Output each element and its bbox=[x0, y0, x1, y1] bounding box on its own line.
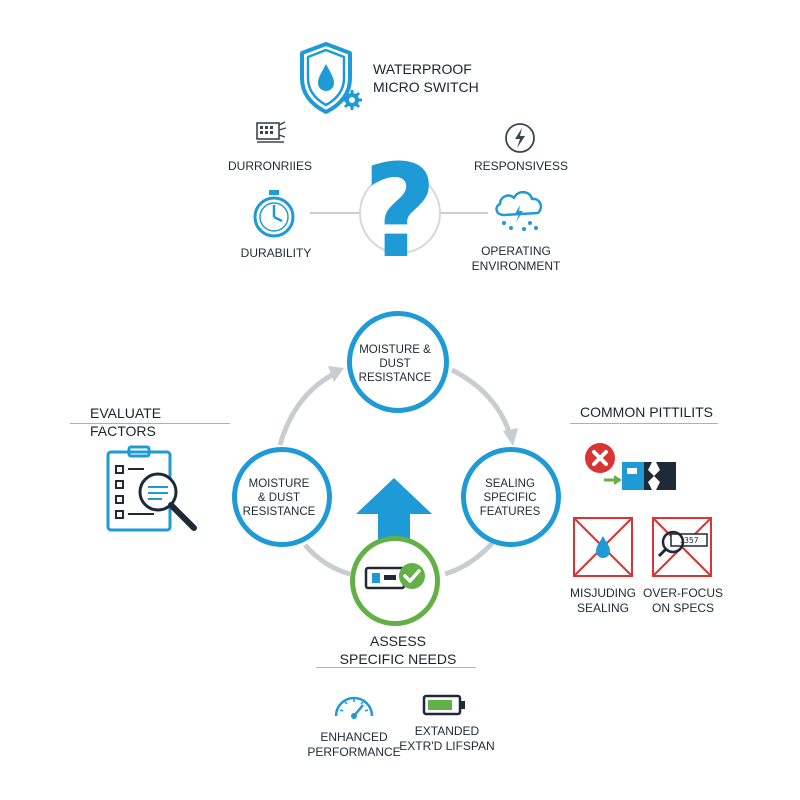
circle-top-moisture-dust bbox=[347, 311, 449, 413]
gauge-icon bbox=[332, 690, 376, 720]
circle-right-sealing bbox=[461, 447, 561, 547]
extended-line2: EXTR'D LIFSPAN bbox=[399, 739, 495, 753]
assess-underline bbox=[316, 667, 476, 668]
common-pitfalls-heading: COMMON PITTILITS bbox=[580, 404, 713, 420]
assess-line2: SPECIFIC NEEDS bbox=[339, 651, 457, 667]
misjudging-sealing-icon bbox=[572, 516, 634, 578]
pitfall-misjudging-sealing: MISJUDING SEALING bbox=[560, 586, 646, 616]
circle-top-line3: RESISTANCE bbox=[358, 372, 432, 384]
operating-line1: OPERATING bbox=[481, 244, 551, 258]
circle-left-line1: MOISTURE bbox=[248, 478, 310, 490]
benefit-enhanced-performance: ENHANCED PERFORMANCE bbox=[304, 730, 404, 760]
factor-durability: DURABILITY bbox=[240, 246, 312, 260]
assess-line1: ASSESS bbox=[369, 633, 427, 649]
evaluate-underline bbox=[70, 423, 230, 424]
shield-drop-gear-icon bbox=[296, 40, 366, 116]
factor-durronries: DURRONRIIES bbox=[227, 159, 312, 173]
circle-right-line1: SEALING bbox=[485, 478, 535, 490]
header-title-line2: MICRO SWITCH bbox=[373, 79, 479, 95]
battery-icon bbox=[422, 693, 466, 717]
circle-left-line3: RESISTANCE bbox=[242, 506, 316, 518]
factor-operating-environment: OPERATING ENVIRONMENT bbox=[456, 244, 576, 274]
pitfall-2-line2: ON SPECS bbox=[651, 601, 714, 615]
circle-right-label: SEALING SPECIFIC FEATURES bbox=[455, 477, 565, 519]
circle-top-line2: DUST bbox=[379, 358, 411, 370]
circle-top-label: MOISTURE & DUST RESISTANCE bbox=[339, 343, 451, 385]
svg-text:?: ? bbox=[363, 140, 437, 280]
extended-line1: EXTANDED bbox=[414, 724, 480, 738]
enhanced-line1: ENHANCED bbox=[320, 730, 388, 744]
pitfall-1-line2: SEALING bbox=[576, 601, 630, 615]
pitfall-2-line1: OVER-FOCUS bbox=[642, 586, 723, 600]
assess-specific-needs-label: ASSESS SPECIFIC NEEDS bbox=[318, 632, 478, 668]
error-broken-switch-icon bbox=[582, 440, 682, 496]
stopwatch-icon bbox=[248, 188, 300, 240]
pitfall-over-focus-specs: OVER-FOCUS ON SPECS bbox=[640, 586, 726, 616]
pitfall-1-line1: MISJUDING bbox=[570, 586, 636, 600]
checklist-magnifier-icon bbox=[104, 444, 204, 536]
evaluate-factors-heading: EVALUATE FACTORS bbox=[90, 405, 162, 439]
circle-top-line1: MOISTURE & bbox=[359, 344, 431, 356]
storm-cloud-icon bbox=[490, 185, 548, 235]
header-title: WATERPROOF MICRO SWITCH bbox=[373, 60, 479, 96]
circle-left-label: MOISTURE & DUST RESISTANCE bbox=[224, 477, 334, 519]
over-focus-specs-icon: 1357 bbox=[651, 516, 713, 578]
header-title-line1: WATERPROOF bbox=[373, 61, 472, 77]
switch-check-icon bbox=[364, 560, 428, 594]
up-arrow-icon bbox=[354, 478, 434, 558]
circle-right-line3: FEATURES bbox=[479, 506, 541, 518]
question-mark-icon: ? bbox=[310, 140, 490, 280]
cycle-diagram bbox=[220, 300, 580, 610]
circle-left-moisture-dust bbox=[232, 447, 332, 547]
circle-left-line2: & DUST bbox=[257, 492, 301, 504]
enhanced-line2: PERFORMANCE bbox=[307, 745, 401, 759]
circuit-board-icon bbox=[254, 118, 288, 146]
svg-text:1357: 1357 bbox=[679, 536, 698, 545]
lightning-icon bbox=[503, 121, 537, 155]
factor-responsiveness: RESPONSIVESS bbox=[473, 159, 569, 173]
circle-right-line2: SPECIFIC bbox=[483, 492, 537, 504]
operating-line2: ENVIRONMENT bbox=[471, 259, 561, 273]
pitfalls-underline bbox=[570, 423, 718, 424]
benefit-extended-lifespan: EXTANDED EXTR'D LIFSPAN bbox=[392, 724, 502, 754]
